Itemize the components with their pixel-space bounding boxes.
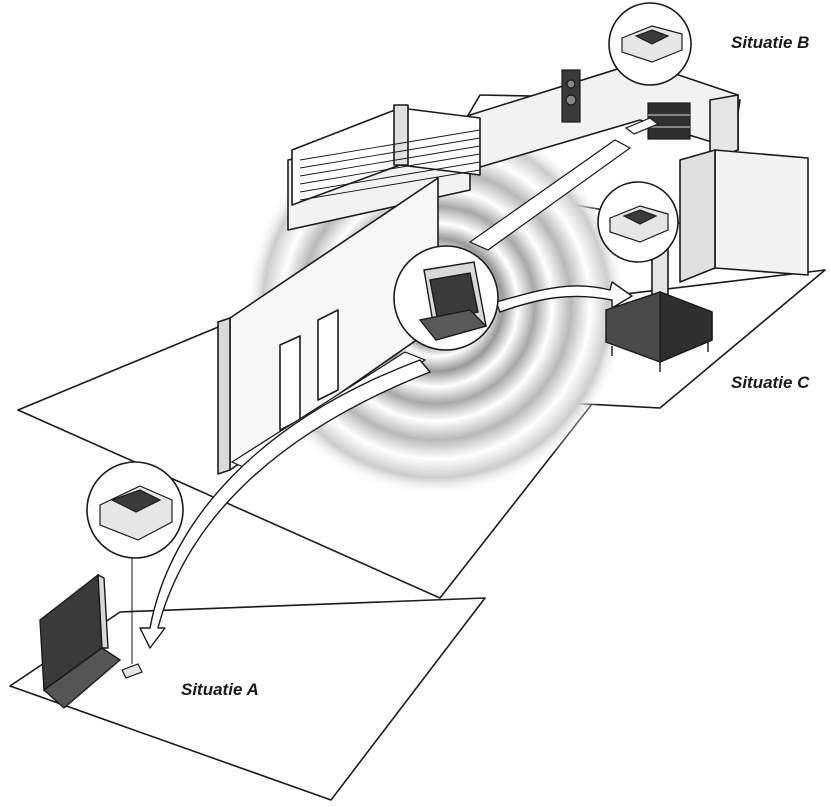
pillar <box>393 104 409 166</box>
door-1 <box>279 335 301 431</box>
handheld-remote-icon <box>418 261 488 341</box>
wall-front-left-edge <box>217 317 231 475</box>
wall-right-back <box>714 149 809 276</box>
arrow-to-tv <box>139 359 431 649</box>
arrow-to-cabinet <box>495 281 633 313</box>
receiver-box-icon <box>621 25 683 63</box>
slats <box>299 129 481 201</box>
cabinet-icon <box>605 290 713 372</box>
stereo-icon <box>624 102 691 140</box>
label-situation-c: Situatie C <box>731 373 810 392</box>
door-2 <box>317 309 339 401</box>
wall-right-side <box>679 149 716 283</box>
receiver-box-icon <box>99 485 173 541</box>
label-situation-b: Situatie B <box>731 33 810 52</box>
receiver-box-icon <box>609 205 669 243</box>
speaker-icon <box>561 69 581 123</box>
wall-upper-right <box>709 94 739 161</box>
signal-path <box>468 139 632 251</box>
label-situation-a: Situatie A <box>181 680 259 699</box>
tv-icon <box>39 573 122 709</box>
